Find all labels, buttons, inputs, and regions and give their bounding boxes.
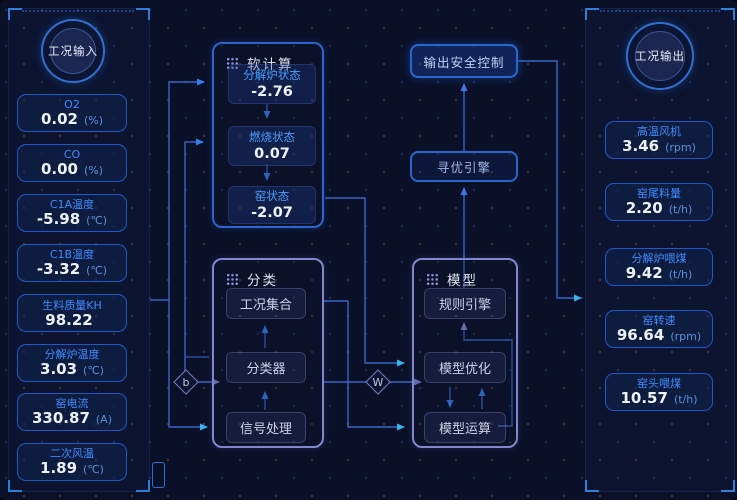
optimization-engine-box[interactable]: 寻优引擎 — [410, 151, 518, 182]
input-card-o2[interactable]: O2 0.02 (%) — [17, 94, 127, 132]
card-unit: (A) — [95, 413, 112, 426]
input-card-co[interactable]: CO 0.00 (%) — [17, 144, 127, 182]
card-label: 窑尾料量 — [637, 187, 681, 200]
wire-safety-to-output — [518, 60, 582, 302]
card-value: -3.32 — [36, 260, 81, 278]
node-rule-engine[interactable]: 规则引擎 — [424, 288, 506, 319]
node-calciner-state[interactable]: 分解炉状态 -2.76 — [228, 64, 316, 104]
node-value: -2.07 — [251, 204, 293, 221]
card-unit: (t/h) — [673, 393, 698, 406]
card-unit: (℃) — [86, 214, 108, 227]
wire-condition-set-to-model-calc — [324, 300, 405, 431]
bracket-icon — [585, 8, 599, 20]
output-card-kiln-speed[interactable]: 窑转速 96.64 (rpm) — [605, 310, 713, 348]
input-card-kiln-current[interactable]: 窑电流 330.87 (A) — [17, 393, 127, 431]
bracket-icon — [721, 8, 735, 20]
card-value: 2.20 — [625, 199, 663, 217]
node-signal-processing[interactable]: 信号处理 — [226, 412, 306, 443]
output-card-ht-fan[interactable]: 高温风机 3.46 (rpm) — [605, 121, 713, 159]
card-unit: (%) — [83, 164, 104, 177]
output-card-calciner-coal[interactable]: 分解炉喂煤 9.42 (t/h) — [605, 248, 713, 286]
bracket-icon — [136, 480, 150, 492]
card-unit: (rpm) — [665, 141, 696, 154]
card-value: 10.57 — [620, 389, 668, 407]
panel-edge-ticks — [600, 10, 720, 12]
card-value: 98.22 — [45, 310, 93, 329]
card-unit: (t/h) — [668, 203, 693, 216]
bracket-icon — [136, 8, 150, 20]
model-title: 模型 — [447, 273, 478, 289]
card-value: 96.64 — [616, 326, 665, 344]
bracket-icon — [721, 480, 735, 492]
w-connector-label: W — [372, 375, 384, 389]
panel-edge-ticks — [22, 10, 134, 12]
dots-icon — [226, 272, 239, 286]
bracket-icon — [585, 480, 599, 492]
input-panel-title: 工况输入 — [48, 44, 98, 58]
node-value: -2.76 — [251, 83, 293, 100]
card-unit: (℃) — [83, 463, 104, 476]
output-card-kiln-tail-feed[interactable]: 窑尾料量 2.20 (t/h) — [605, 183, 713, 221]
card-unit: (t/h) — [668, 268, 693, 281]
card-unit: (℃) — [83, 364, 104, 377]
card-value: 1.89 — [40, 459, 78, 477]
card-label: C1A温度 — [49, 198, 95, 211]
decorative-rect — [152, 462, 165, 488]
card-value: 9.42 — [625, 264, 663, 282]
card-label: O2 — [64, 98, 80, 111]
input-card-secondary-air-temp[interactable]: 二次风温 1.89 (℃) — [17, 443, 127, 481]
output-panel-header: 工况输出 — [626, 22, 694, 90]
node-combustion-state[interactable]: 燃烧状态 0.07 — [228, 126, 316, 166]
card-label: 窑电流 — [55, 397, 89, 410]
output-panel-title: 工况输出 — [635, 49, 685, 63]
card-value: 3.46 — [622, 137, 660, 155]
wire-model-calc-to-rule-engine — [460, 322, 513, 427]
input-panel-header: 工况输入 — [41, 19, 105, 83]
input-card-c1b-temp[interactable]: C1B温度 -3.32 (℃) — [17, 244, 127, 282]
card-label: 分解炉喂煤 — [631, 252, 687, 265]
card-label: 生料质量KH — [42, 298, 102, 312]
node-classifier[interactable]: 分类器 — [226, 352, 306, 383]
bracket-icon — [8, 480, 22, 492]
card-value: 330.87 — [32, 409, 90, 427]
card-unit: (℃) — [86, 264, 108, 277]
node-model-optimization[interactable]: 模型优化 — [424, 352, 506, 383]
node-model-computation[interactable]: 模型运算 — [424, 412, 506, 443]
card-label: 窑转速 — [642, 314, 676, 327]
input-card-calciner-temp[interactable]: 分解炉温度 3.03 (℃) — [17, 344, 127, 382]
soft-computing-box: 软计算 — [212, 42, 324, 228]
node-label: 分解炉状态 — [243, 67, 301, 82]
card-label: 二次风温 — [50, 447, 94, 460]
card-label: 高温风机 — [637, 125, 681, 138]
node-value: 0.07 — [254, 145, 290, 162]
card-value: 0.00 — [40, 160, 78, 178]
card-unit: (%) — [83, 114, 104, 127]
dots-icon — [426, 272, 439, 286]
card-value: -5.98 — [36, 210, 81, 228]
wire-input-to-calciner-state — [168, 78, 205, 300]
soft-computing-title: 软计算 — [247, 57, 294, 73]
card-value: 3.03 — [40, 360, 78, 378]
card-label: CO — [63, 148, 81, 161]
card-value: 0.02 — [40, 110, 78, 128]
wire-bus-to-combustion-state — [184, 138, 204, 373]
card-label: C1B温度 — [49, 248, 95, 261]
card-label: 窑头喂煤 — [637, 377, 681, 390]
input-card-raw-meal-kh[interactable]: 生料质量KH 98.22 — [17, 294, 127, 332]
output-card-kiln-head-coal[interactable]: 窑头喂煤 10.57 (t/h) — [605, 373, 713, 411]
node-label: 窑状态 — [254, 188, 290, 203]
card-label: 分解炉温度 — [44, 348, 100, 361]
node-label: 燃烧状态 — [249, 129, 295, 144]
bracket-icon — [8, 8, 22, 20]
output-safety-control-box[interactable]: 输出安全控制 — [410, 44, 518, 78]
input-card-c1a-temp[interactable]: C1A温度 -5.98 (℃) — [17, 194, 127, 232]
card-unit: (rpm) — [670, 330, 702, 343]
wire-kiln-state-to-model-opt — [325, 197, 405, 367]
node-condition-set[interactable]: 工况集合 — [226, 288, 306, 319]
classification-title: 分类 — [247, 273, 278, 289]
node-kiln-state[interactable]: 窑状态 -2.07 — [228, 186, 316, 224]
b-connector-label: b — [182, 375, 190, 389]
wire-input-to-signal-processing — [168, 300, 208, 431]
